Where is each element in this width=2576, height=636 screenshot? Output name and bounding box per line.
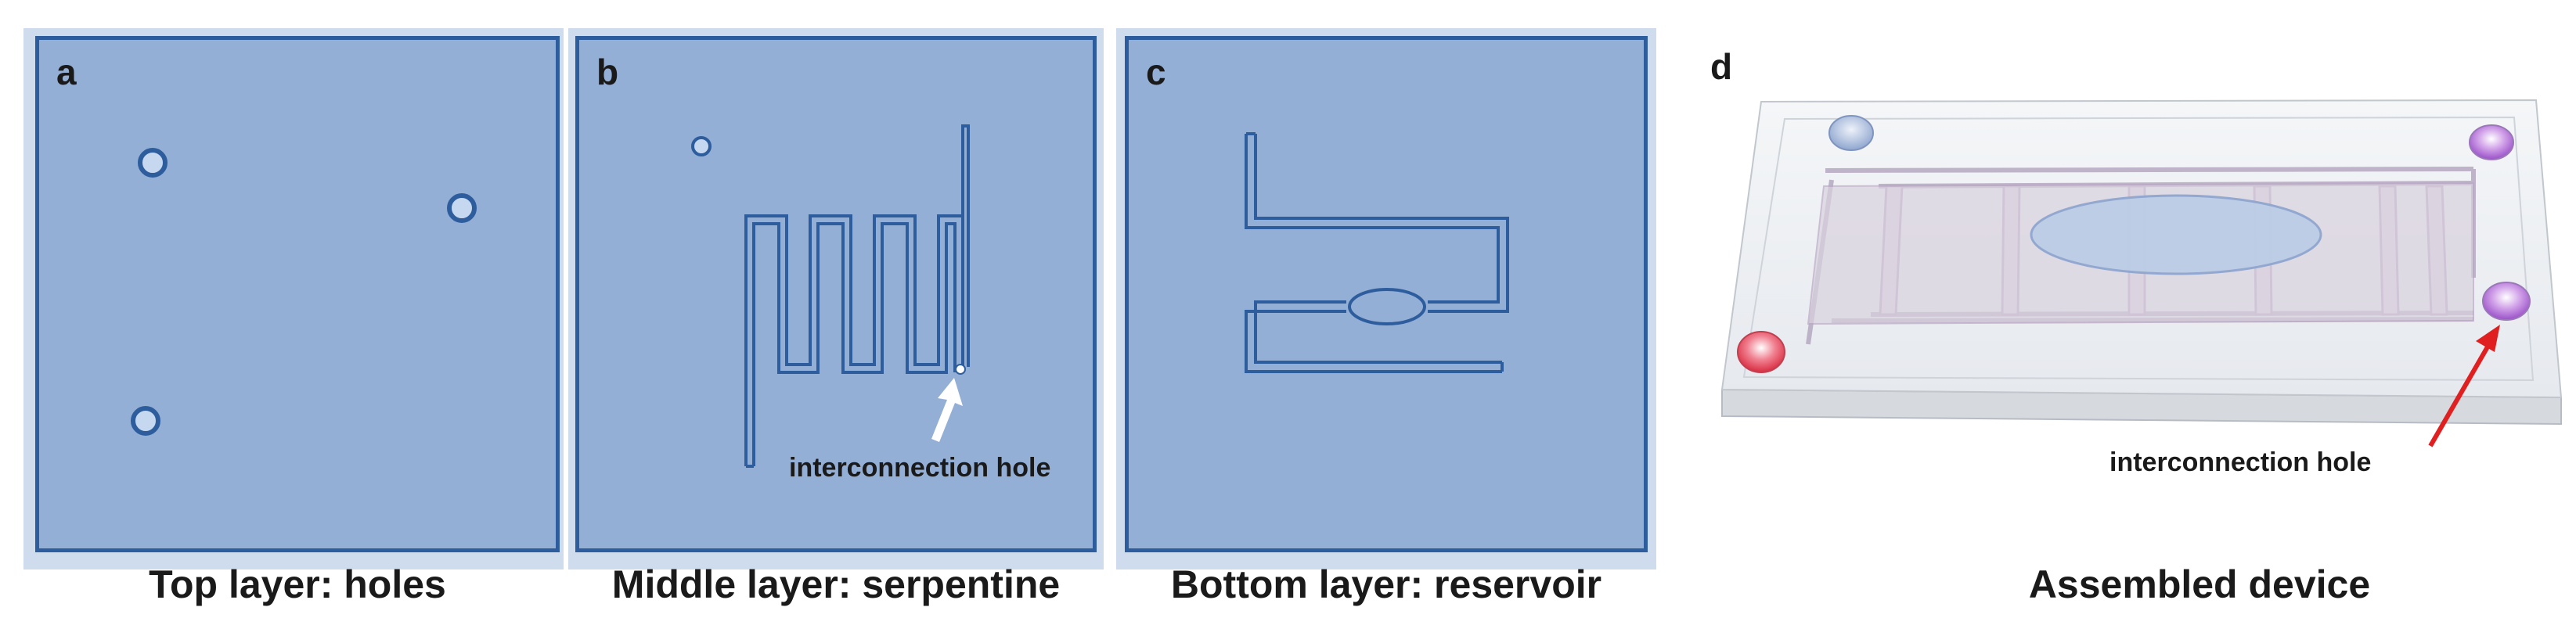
serpentine-channel [744,124,970,468]
device-reservoir [2030,194,2322,275]
panel-b-annotation: interconnection hole [789,453,1051,483]
blue-hole-icon [1828,115,1874,151]
chip-outline [1742,116,2535,382]
white-arrow [931,378,963,442]
reservoir [1348,288,1426,325]
serpentine-drawing [691,124,970,468]
hole-2 [447,193,477,223]
panel-c-caption: Bottom layer: reservoir [1170,562,1602,606]
panel-d-letter: d [1710,46,1733,87]
panel-a-caption: Top layer: holes [149,562,446,606]
reservoir-channel [1245,132,1509,373]
panel-d-annotation: interconnection hole [2109,447,2372,477]
purple-hole-bottom-icon [2482,282,2531,321]
reservoir-drawing [1245,132,1509,373]
assembled-device-drawing [1720,99,2563,447]
inlet-hole [691,136,712,156]
panel-b-caption: Middle layer: serpentine [611,562,1061,606]
purple-hole-top-icon [2469,124,2514,160]
panel-b-letter: b [596,52,619,92]
panel-c-letter: c [1146,52,1166,92]
panel-a-letter: a [56,52,77,92]
hole-1 [138,148,168,178]
panel-a-top-layer: a [35,36,560,552]
panel-d-caption: Assembled device [2028,562,2371,606]
top-layer-holes-drawing [131,148,477,436]
red-arrow [2428,325,2500,447]
red-hole-icon [1737,331,1785,373]
panel-b-middle-layer: b interconnection hole [575,36,1097,552]
hole-3 [131,406,160,436]
interconnection-hole-b [955,364,966,375]
panel-c-bottom-layer: c [1125,36,1648,552]
